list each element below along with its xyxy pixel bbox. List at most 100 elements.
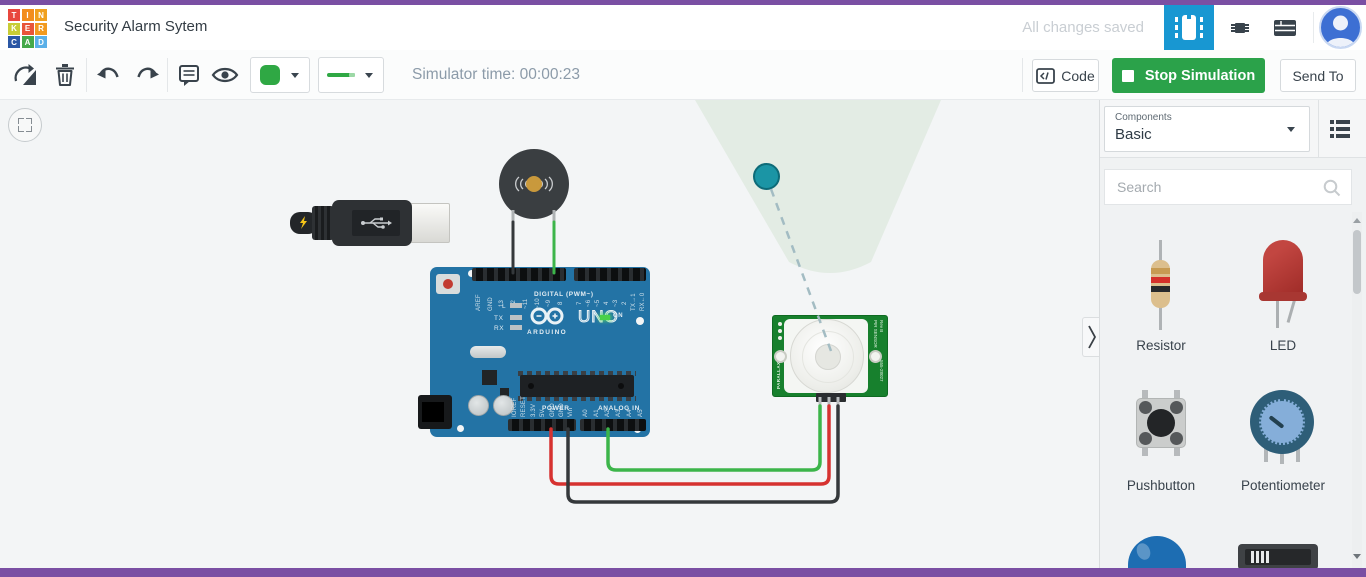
led-l [510,303,522,308]
component-list-view-button[interactable] [1262,5,1308,50]
send-to-button[interactable]: Send To [1280,59,1356,92]
wire-style-dropdown[interactable] [318,57,384,93]
component-item-partial-slideswitch[interactable] [1238,544,1318,568]
digital-section-label: DIGITAL (PWM~) [534,291,594,298]
visibility-button[interactable] [208,58,242,92]
stop-simulation-label: Stop Simulation [1144,67,1256,84]
search-input[interactable] [1105,170,1327,204]
component-item-resistor[interactable]: Resistor [1100,230,1222,360]
wire-style-sample-tip [349,73,355,77]
stop-simulation-button[interactable]: Stop Simulation [1112,58,1265,93]
motion-target-dot[interactable] [753,163,780,190]
pir-detection-cone-layer [695,100,941,273]
components-header-row: Components Basic [1100,100,1366,158]
component-item-led[interactable]: LED [1222,230,1344,360]
reset-button[interactable] [436,274,460,294]
top-accent-bar [0,0,1366,5]
scrollbar-thumb[interactable] [1353,230,1361,294]
mounting-hole [468,270,475,277]
arduino-uno-board[interactable]: AREF GND 13 12 ~11 ~10 ~9 8 7 ~6 ~5 4 ~3… [418,267,650,437]
color-dropdown[interactable] [250,57,310,93]
component-list-toggle-button[interactable] [1324,114,1356,144]
pushbutton-icon [1132,390,1190,456]
header-bar: T I N K E R C A D Security Alarm Sytem A… [0,5,1366,51]
scroll-down-arrow[interactable] [1353,554,1361,559]
ic-chip-small [482,370,497,385]
schematic-view-button[interactable] [1218,5,1262,50]
pin-label: A2 [605,409,611,417]
color-swatch [260,65,280,85]
breadboard-view-button[interactable] [1164,5,1214,50]
chevron-right-icon [1087,325,1096,349]
pin-label: ~3 [613,299,619,307]
components-category-dropdown[interactable]: Components Basic [1104,106,1310,152]
pin-label: 2 [622,301,628,305]
power-pin-header[interactable] [508,419,576,431]
notes-button[interactable] [172,58,206,92]
zoom-to-fit-button[interactable] [8,108,42,142]
logo-letter: E [21,22,34,35]
sidebar-collapse-handle[interactable] [1082,317,1099,357]
logo-letter: A [21,36,34,48]
chevron-down-icon [291,73,299,78]
atmega-chip[interactable] [518,371,636,401]
logo-letter: R [35,22,47,35]
pir-dome-lens [790,319,864,393]
logo-letter: C [8,36,20,48]
capacitor [468,395,489,416]
redo-icon [137,67,159,79]
component-label: LED [1269,338,1297,353]
pin-label: Vin [568,407,574,417]
usb-plug[interactable] [332,200,412,246]
circuit-canvas[interactable]: AREF GND 13 12 ~11 ~10 ~9 8 7 ~6 ~5 4 ~3… [0,100,1100,568]
component-item-partial-capacitor[interactable] [1128,536,1186,568]
toolbar-divider [86,58,87,92]
pir-brand-label: PARALLAX [776,361,781,389]
tinkercad-logo[interactable]: T I N K E R C A D [8,9,48,49]
usb-strain-relief [312,206,334,240]
led-rx [510,325,522,330]
sidebar-scrollbar[interactable] [1352,212,1362,568]
analog-pin-header[interactable] [580,419,646,431]
pin-label: 3.3V [531,403,537,417]
component-item-pushbutton[interactable]: Pushbutton [1100,382,1222,506]
pin-label: ~6 [586,299,592,307]
pir-detection-cone[interactable] [695,100,941,273]
focus-brackets-icon [18,118,32,132]
pin-label: A1 [594,409,600,417]
pin-label: A3 [616,409,622,417]
chevron-down-icon [365,73,373,78]
project-title[interactable]: Security Alarm Sytem [64,18,208,35]
pin-label: 5V [540,409,546,417]
piezo-buzzer[interactable] [499,149,569,219]
pin-label: ~5 [595,299,601,307]
delete-button[interactable] [48,58,82,92]
components-category-value: Basic [1115,126,1152,143]
mounting-hole [457,425,464,432]
undo-button[interactable] [92,58,126,92]
components-sidebar: Components Basic [1100,100,1366,568]
avatar[interactable] [1319,6,1362,49]
logo-letter: D [35,36,47,48]
led-label: TX [494,315,504,322]
digital-pin-header[interactable] [472,268,566,281]
rotate-button[interactable] [8,58,42,92]
usb-metal-sleeve [408,203,450,243]
digital-pin-header[interactable] [574,268,646,281]
redo-button[interactable] [130,58,164,92]
led-icon [1252,240,1314,340]
led-label: L [502,303,507,310]
pir-part-number: 555-28027 [879,360,884,382]
breadboard-icon-body [1182,15,1196,40]
component-item-potentiometer[interactable]: Potentiometer [1222,382,1344,506]
pin-label: A0 [583,409,589,417]
code-button[interactable]: Code [1032,59,1099,92]
solder-pad [778,322,782,326]
pir-sensor[interactable]: PARALLAX PIR SENSOR Rev B 555-28027 [772,315,888,402]
search-box [1104,169,1352,205]
person-icon [1326,15,1355,47]
table-icon [1274,19,1296,36]
pin-label: GND [559,403,565,417]
on-led [600,315,610,320]
scroll-up-arrow[interactable] [1353,218,1361,223]
